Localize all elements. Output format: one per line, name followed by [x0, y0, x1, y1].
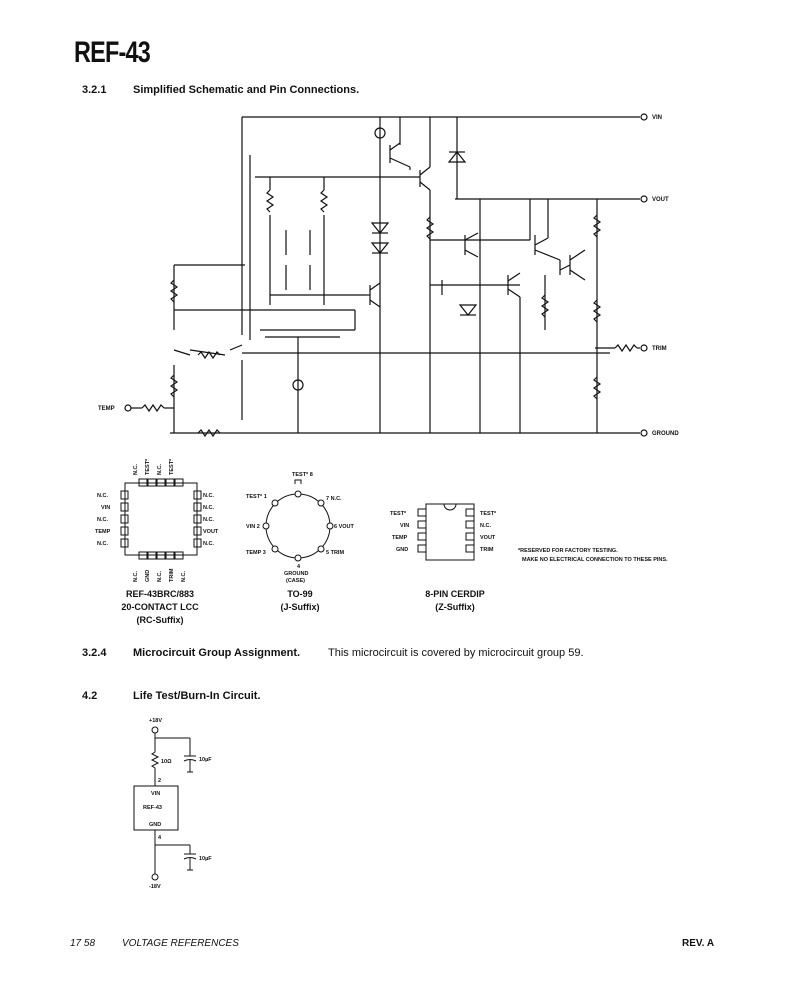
vin-label: VIN [652, 115, 662, 121]
dip-left-pin: VIN [400, 523, 409, 529]
lcc-top-pin: TEST* [169, 458, 175, 475]
lcc-right-pin: N.C. [203, 505, 214, 511]
to99-pin: 5 TRIM [326, 550, 344, 556]
chip-vin-label: VIN [151, 791, 160, 797]
trim-label: TRIM [652, 346, 667, 352]
section-number: 4.2 [82, 690, 98, 702]
cap-bottom-label: 10µF [199, 856, 212, 862]
section-number: 3.2.4 [82, 647, 107, 659]
to99-caption-suffix: (J-Suffix) [280, 602, 320, 612]
temp-label: TEMP [98, 406, 115, 412]
dip-caption-suffix: (Z-Suffix) [435, 602, 475, 612]
to99-pin: TEST* 1 [246, 494, 267, 500]
lcc-top-pin: N.C. [133, 464, 139, 475]
lcc-bottom-pin: TRIM [169, 568, 175, 582]
lcc-left-pin: N.C. [97, 517, 108, 523]
resistor-label: 10Ω [161, 759, 172, 765]
pin-bottom-label: 4 [158, 835, 162, 841]
chip-name-label: REF-43 [143, 805, 162, 811]
vout-label: VOUT [652, 197, 669, 203]
dip-left-pin: TEST* [390, 511, 407, 517]
section-title: Microcircuit Group Assignment. [133, 647, 301, 659]
page-title: REF-43 [74, 36, 151, 69]
dip-caption-type: 8-PIN CERDIP [425, 589, 485, 599]
no-connection-note: MAKE NO ELECTRICAL CONNECTION TO THESE P… [522, 557, 668, 563]
lcc-right-pin: N.C. [203, 493, 214, 499]
section-title: Life Test/Burn-In Circuit. [133, 690, 261, 702]
lcc-left-pin: VIN [101, 505, 110, 511]
lcc-bottom-pin: N.C. [133, 571, 139, 582]
to99-pin: TEST* 8 [292, 472, 313, 478]
to99-package-diagram: TEST* 8 TEST* 1 7 N.C. 6 VOUT 5 TRIM 4 T… [246, 472, 355, 584]
simplified-schematic: VIN VOUT TRIM GROUND TEMP [98, 113, 679, 438]
section-title: Simplified Schematic and Pin Connections… [133, 84, 360, 96]
lcc-bottom-pin: GND [145, 570, 151, 582]
to99-pin: 7 N.C. [326, 496, 342, 502]
dip-left-pin: TEMP [392, 535, 408, 541]
lcc-right-pin: N.C. [203, 541, 214, 547]
reserved-note: *RESERVED FOR FACTORY TESTING. [518, 548, 618, 554]
lcc-top-pin: N.C. [157, 464, 163, 475]
dip-right-pin: VOUT [480, 535, 496, 541]
to99-pin: 4 [297, 564, 301, 570]
bottom-supply-label: -18V [149, 884, 161, 890]
ground-label: GROUND [652, 431, 679, 437]
lcc-top-pin: TEST* [145, 458, 151, 475]
lcc-caption-type: 20-CONTACT LCC [121, 602, 199, 612]
to99-pin: VIN 2 [246, 524, 260, 530]
dip-package-diagram: TEST* VIN TEMP GND TEST* N.C. VOUT TRIM [390, 503, 497, 561]
dip-right-pin: TEST* [480, 511, 497, 517]
lcc-right-pin: N.C. [203, 517, 214, 523]
lcc-caption-suffix: (RC-Suffix) [136, 615, 184, 625]
lcc-left-pin: N.C. [97, 493, 108, 499]
dip-right-pin: TRIM [480, 547, 494, 553]
section-number: 3.2.1 [82, 84, 107, 96]
lcc-package-diagram: N.C. VIN N.C. TEMP N.C. N.C. N.C. N.C. V… [95, 458, 219, 582]
lcc-left-pin: N.C. [97, 541, 108, 547]
footer-revision: REV. A [682, 938, 715, 949]
to99-ground-label: GROUND [284, 571, 308, 577]
burn-in-circuit: +18V 10Ω 10µF 2 VIN REF-43 GND 4 10µF -1… [133, 718, 212, 890]
top-supply-label: +18V [149, 718, 162, 724]
lcc-bottom-pin: N.C. [157, 571, 163, 582]
section-text: This microcircuit is covered by microcir… [328, 647, 584, 659]
dip-right-pin: N.C. [480, 523, 491, 529]
to99-caption-type: TO-99 [287, 589, 313, 599]
pin-top-label: 2 [158, 778, 161, 784]
footer-section: VOLTAGE REFERENCES [122, 938, 239, 949]
lcc-left-pin: TEMP [95, 529, 111, 535]
cap-top-label: 10µF [199, 757, 212, 763]
lcc-right-pin: VOUT [203, 529, 219, 535]
to99-pin: TEMP 3 [246, 550, 266, 556]
to99-case-label: (CASE) [286, 578, 305, 584]
lcc-caption-part: REF-43BRC/883 [125, 589, 195, 599]
chip-gnd-label: GND [149, 822, 161, 828]
lcc-bottom-pin: N.C. [181, 571, 187, 582]
to99-pin: 6 VOUT [334, 524, 355, 530]
footer-page-number: 17 58 [70, 938, 96, 949]
dip-left-pin: GND [396, 547, 408, 553]
